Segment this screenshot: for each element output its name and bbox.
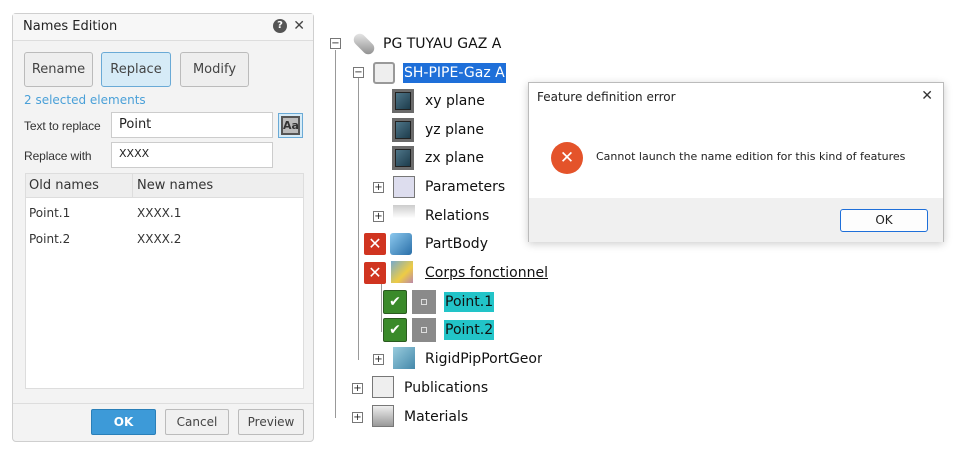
parameters-icon xyxy=(393,176,415,198)
tree-node-rigidpipportgeom[interactable]: RigidPipPortGeom xyxy=(425,351,542,367)
check-icon: ✔ xyxy=(383,290,407,314)
column-new-names[interactable]: New names xyxy=(133,174,303,198)
names-table: Old names New names Point.1 XXXX.1 Point… xyxy=(25,173,304,389)
plane-icon xyxy=(392,89,414,113)
tree-node-point-1[interactable]: Point.1 xyxy=(444,292,495,312)
collapse-icon[interactable]: − xyxy=(330,38,341,49)
close-icon[interactable]: ✕ xyxy=(293,18,305,34)
expand-icon[interactable]: + xyxy=(373,211,384,222)
error-x-icon: ✕ xyxy=(364,262,386,284)
error-icon: ✕ xyxy=(551,142,583,174)
tree-node-publications[interactable]: Publications xyxy=(404,380,489,396)
tree-node-relations[interactable]: Relations xyxy=(425,208,490,224)
new-name-cell: XXXX.1 xyxy=(137,206,182,220)
replace-with-input[interactable]: XXXX xyxy=(111,142,273,168)
tab-rename[interactable]: Rename xyxy=(24,52,93,87)
tree-node-root[interactable]: PG TUYAU GAZ A xyxy=(383,36,502,52)
ok-button[interactable]: OK xyxy=(91,409,156,435)
old-name-cell: Point.1 xyxy=(29,206,71,220)
tree-node-xy-plane[interactable]: xy plane xyxy=(425,93,485,109)
expand-icon[interactable]: + xyxy=(352,383,363,394)
rigid-pipe-port-icon xyxy=(393,347,415,369)
tab-modify[interactable]: Modify xyxy=(180,52,249,87)
check-icon: ✔ xyxy=(383,318,407,342)
match-case-button[interactable]: Aa xyxy=(278,113,303,138)
plane-icon xyxy=(392,146,414,170)
text-to-replace-input[interactable]: Point xyxy=(111,112,273,138)
feature-definition-error-dialog: Feature definition error ✕ ✕ Cannot laun… xyxy=(528,82,944,242)
tree-line xyxy=(335,50,336,418)
tree-node-materials[interactable]: Materials xyxy=(404,409,469,425)
footer-divider xyxy=(13,403,313,404)
selected-count: 2 selected elements xyxy=(24,93,146,107)
expand-icon[interactable]: + xyxy=(352,412,363,423)
panel-title: Names Edition xyxy=(23,19,118,34)
tree-node-yz-plane[interactable]: yz plane xyxy=(425,122,484,138)
tree-node-parameters[interactable]: Parameters xyxy=(425,179,506,195)
new-name-cell: XXXX.2 xyxy=(137,232,182,246)
old-name-cell: Point.2 xyxy=(29,232,71,246)
error-message: Cannot launch the name edition for this … xyxy=(596,150,906,163)
tree-node-corps-fonctionnel[interactable]: Corps fonctionnel xyxy=(425,265,548,281)
point-icon xyxy=(412,318,436,342)
dialog-title: Feature definition error xyxy=(537,90,676,104)
dialog-footer: OK xyxy=(529,198,943,242)
functional-body-icon xyxy=(391,261,413,283)
expand-icon[interactable]: + xyxy=(373,354,384,365)
part-icon xyxy=(373,62,395,84)
dialog-close-icon[interactable]: ✕ xyxy=(921,88,933,104)
names-edition-panel: Names Edition ? ✕ Rename Replace Modify … xyxy=(12,13,314,442)
product-icon xyxy=(351,31,377,57)
tab-replace[interactable]: Replace xyxy=(101,52,171,87)
tree-node-point-2[interactable]: Point.2 xyxy=(444,320,495,340)
replace-with-label: Replace with xyxy=(24,149,92,163)
text-to-replace-label: Text to replace xyxy=(24,119,101,133)
tree-node-partbody[interactable]: PartBody xyxy=(425,236,488,252)
tree-line xyxy=(381,282,382,332)
cancel-button[interactable]: Cancel xyxy=(165,409,229,435)
expand-icon[interactable]: + xyxy=(373,182,384,193)
tree-line xyxy=(358,78,359,360)
dialog-ok-button[interactable]: OK xyxy=(840,209,928,232)
collapse-icon[interactable]: − xyxy=(353,67,364,78)
panel-title-bar: Names Edition ? ✕ xyxy=(13,14,313,41)
point-icon xyxy=(412,290,436,314)
publications-icon xyxy=(372,376,394,398)
materials-icon xyxy=(372,405,394,427)
tree-node-part[interactable]: SH-PIPE-Gaz A xyxy=(403,63,506,83)
partbody-icon xyxy=(390,233,412,255)
help-icon[interactable]: ? xyxy=(273,19,287,33)
preview-button[interactable]: Preview xyxy=(238,409,304,435)
tree-node-zx-plane[interactable]: zx plane xyxy=(425,150,484,166)
plane-icon xyxy=(392,118,414,142)
match-case-icon: Aa xyxy=(281,116,300,135)
column-old-names[interactable]: Old names xyxy=(26,174,133,198)
relations-icon xyxy=(393,205,415,227)
error-x-icon: ✕ xyxy=(364,233,386,255)
